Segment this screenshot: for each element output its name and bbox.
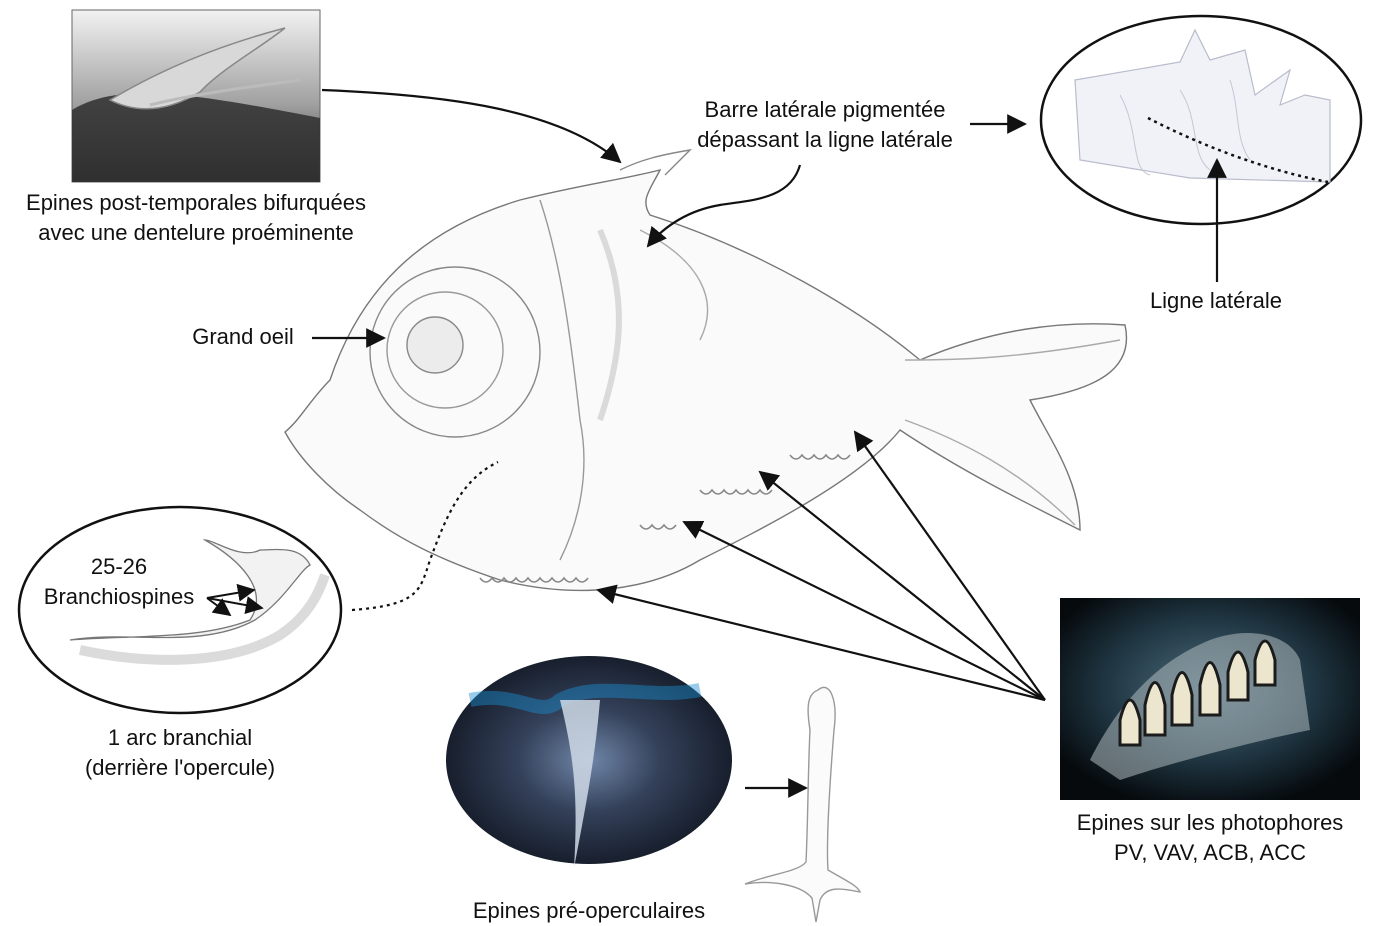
lateral-bar-label: Barre latérale pigmentée dépassant la li… [670,95,980,155]
gill-arch-label: 1 arc branchial (derrière l'opercule) [55,723,305,783]
arrow-post-temporal [322,90,620,162]
large-eye-label-text: Grand oeil [178,322,308,352]
photophore-spine-image [1060,598,1360,800]
preopercular-label-text: Epines pré-operculaires [430,896,748,926]
gill-rakers-label: 25-26 Branchiospines [34,552,204,612]
preopercular-spine-image [446,656,732,868]
lateral-line-inset [1041,16,1361,224]
photophores-label-line1: Epines sur les photophores [1045,808,1374,838]
arrow-photophore-3 [684,522,1045,700]
photophores-label: Epines sur les photophores PV, VAV, ACB,… [1045,808,1374,868]
photophores-label-line2: PV, VAV, ACB, ACC [1045,838,1374,868]
gill-arch-label-line2: (derrière l'opercule) [55,753,305,783]
post-temporal-spine-image [72,10,320,182]
large-eye-label: Grand oeil [178,322,308,352]
preopercular-spine-drawing [745,687,860,922]
gill-arch-label-line1: 1 arc branchial [55,723,305,753]
lateral-line-label: Ligne latérale [1126,286,1306,316]
post-temporal-label-line2: avec une dentelure proéminente [0,218,392,248]
lateral-line-label-text: Ligne latérale [1126,286,1306,316]
post-temporal-label: Epines post-temporales bifurquées avec u… [0,188,392,248]
lateral-bar-label-line1: Barre latérale pigmentée [670,95,980,125]
gill-count-text: 25-26 [34,552,204,582]
fish-sketch [285,150,1127,590]
gill-rakers-text: Branchiospines [34,582,204,612]
post-temporal-label-line1: Epines post-temporales bifurquées [0,188,392,218]
lateral-bar-label-line2: dépassant la ligne latérale [670,125,980,155]
preopercular-label: Epines pré-operculaires [430,896,748,926]
